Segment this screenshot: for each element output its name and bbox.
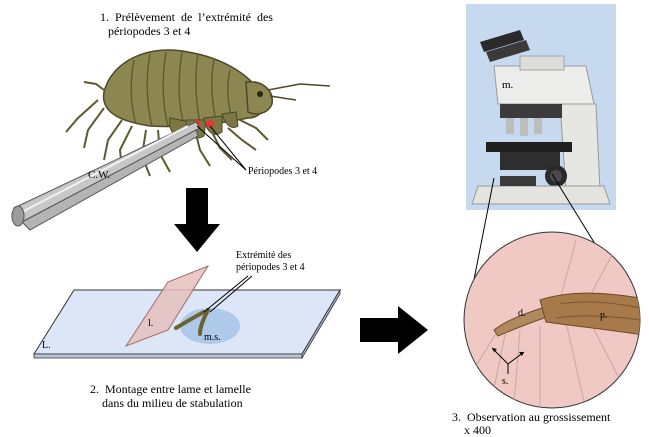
step2-caption-line2: dans du milieu de stabulation [102, 396, 243, 410]
microscope-view [464, 232, 649, 410]
setae-label: s. [502, 376, 508, 387]
extremite-label-line2: périopodes 3 et 4 [236, 262, 305, 273]
slide-label: L. [42, 340, 51, 351]
extremite-label-line1: Extrémité des [236, 250, 291, 261]
propodus-label: p. [600, 310, 608, 321]
periopodes-label: Périopodes 3 et 4 [248, 166, 317, 177]
dactyl-label: d. [518, 308, 526, 319]
medium-label: m.s. [204, 332, 221, 343]
slide-illustration [34, 266, 340, 358]
step1-caption-line2: périopodes 3 et 4 [108, 24, 190, 38]
step3-caption-line1: 3. Observation au grossissement [452, 410, 610, 424]
step1-caption-line1: 1. Prélèvement de l’extrémité des [100, 10, 273, 24]
forceps-label: C.W. [88, 170, 110, 181]
down-arrow [174, 188, 220, 252]
step3-caption-line2: x 400 [464, 423, 491, 437]
coverslip-label: l. [148, 318, 153, 329]
microscope-photo [466, 4, 616, 210]
right-arrow [360, 306, 428, 354]
microscope-label: m. [502, 80, 513, 91]
gammarus-illustration [66, 50, 330, 176]
step2-caption-line1: 2. Montage entre lame et lamelle [90, 382, 251, 396]
